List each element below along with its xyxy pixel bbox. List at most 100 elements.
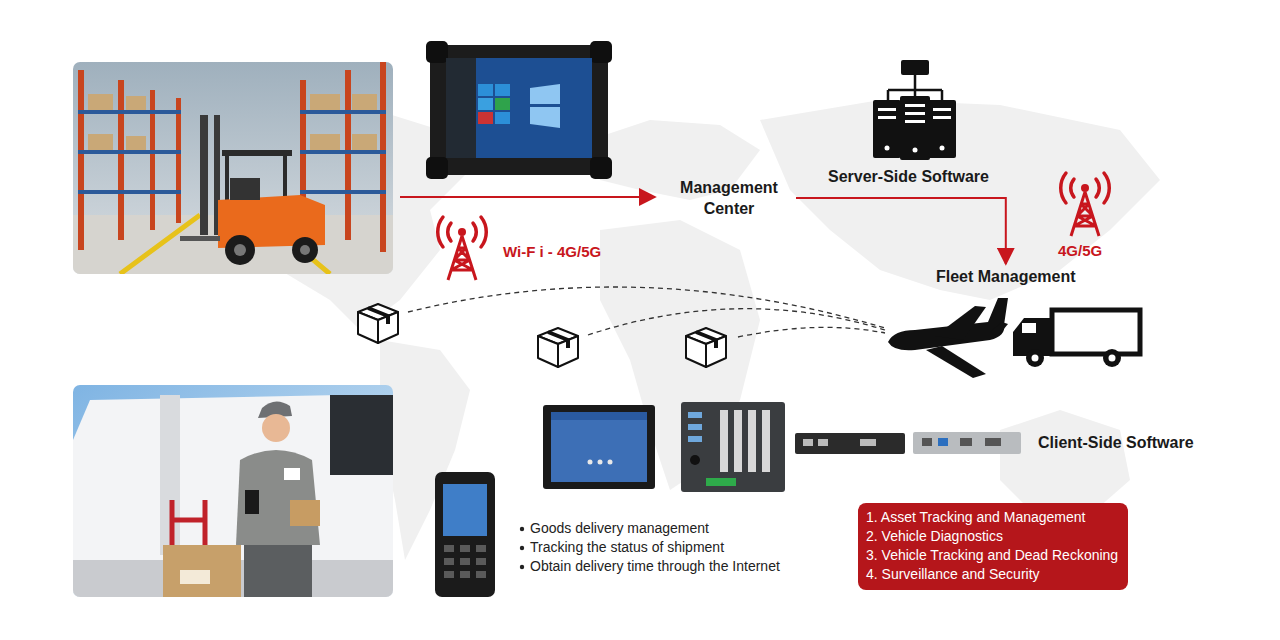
box-pc-part <box>690 455 700 465</box>
box-pc-part <box>688 412 702 418</box>
mini-pc-part <box>938 438 948 446</box>
server-icon-part <box>901 60 929 75</box>
forklift-photo-part-part <box>300 110 386 114</box>
forklift-photo-part-part <box>126 96 146 110</box>
forklift-photo-part-part <box>88 94 113 110</box>
delivery-photo-part <box>236 450 320 545</box>
handheld-terminal <box>435 472 495 597</box>
forklift-photo-part <box>225 150 229 205</box>
box-pc-part <box>734 410 742 472</box>
server-icon-part <box>878 104 951 153</box>
server-icon-part-part <box>933 116 951 119</box>
shipment-paths-part <box>738 327 885 337</box>
forklift-photo-part-part <box>352 94 377 110</box>
bullet-dots-part <box>520 527 524 531</box>
handheld-terminal-part-part <box>460 571 470 578</box>
forklift-photo-part-part <box>380 62 386 252</box>
truck-icon-part <box>1026 349 1044 367</box>
forklift-photo-part-part <box>310 134 340 150</box>
forklift-photo-part <box>78 62 386 252</box>
forklift-photo-part <box>300 245 310 255</box>
panel-pc-part <box>551 412 647 420</box>
rugged-tablet-part <box>446 58 476 158</box>
bullet-item: Obtain delivery time through the Interne… <box>530 558 780 574</box>
delivery-photo-part <box>73 395 393 597</box>
forklift-photo-part <box>73 62 393 274</box>
mini-pc-part <box>913 432 1021 454</box>
truck-icon-part <box>1022 323 1036 333</box>
airplane-icon-part <box>935 306 986 340</box>
server-icon-part <box>928 100 956 158</box>
delivery-photo-part <box>73 385 393 597</box>
truck-icon-part <box>1109 355 1116 362</box>
section-label: Server-Side Software <box>828 168 989 186</box>
handheld-terminal-part-part <box>444 545 454 552</box>
rugged-tablet-part <box>478 98 493 110</box>
airplane-icon-part <box>888 298 1008 350</box>
rugged-tablet-part <box>530 84 560 128</box>
rugged-tablet-part <box>590 41 612 63</box>
rugged-tablet-part <box>478 84 493 96</box>
delivery-photo-part <box>284 468 300 480</box>
mini-pc <box>795 433 905 454</box>
server-icon-part-part <box>913 148 918 153</box>
delivery-photo-part <box>180 570 210 584</box>
box-pc-part <box>688 424 702 430</box>
handheld-terminal-part-part <box>476 545 486 552</box>
airplane-icon-part <box>990 322 1008 336</box>
mini-pc-part <box>985 438 1001 446</box>
bullet-item: Goods delivery management <box>530 520 709 536</box>
rugged-tablet <box>426 41 612 179</box>
forklift-photo-part-part <box>78 70 84 250</box>
node-text: Management Center <box>668 177 790 219</box>
package-icon <box>686 328 726 367</box>
forklift-photo-part <box>200 115 208 235</box>
section-label: Client-Side Software <box>1038 434 1194 452</box>
node-text: Fleet Management <box>936 267 1076 287</box>
forklift-photo <box>73 62 393 274</box>
truck-icon-part <box>1103 349 1121 367</box>
delivery-photo-part <box>330 395 393 475</box>
airplane-icon-part <box>926 346 986 378</box>
shipment-paths-part <box>408 287 885 328</box>
panel-pc-part-part <box>608 460 613 465</box>
shipment-paths-part <box>588 309 885 335</box>
panel-pc-part <box>543 405 655 489</box>
handheld-terminal-part-part <box>460 545 470 552</box>
panel-pc-part-part <box>598 460 603 465</box>
handheld-terminal-part-part <box>476 558 486 565</box>
box-pc-part <box>748 410 756 472</box>
hub-label: Management Center <box>668 177 790 219</box>
bullet-dots <box>520 527 524 569</box>
wifi-tower <box>438 217 487 280</box>
shipment-paths <box>408 287 885 337</box>
delivery-photo-part <box>244 545 312 597</box>
server-icon-part-part <box>878 116 896 119</box>
node-text: 3. Vehicle Tracking and Dead Reckoning <box>866 546 1118 565</box>
panel-pc-part <box>588 460 613 465</box>
server-icon-part-part <box>905 112 925 115</box>
handheld-terminal-part <box>443 484 487 536</box>
rugged-tablet-part <box>590 157 612 179</box>
uplink-arrow <box>400 196 655 198</box>
rugged-tablet-part <box>426 41 448 63</box>
delivery-photo-part <box>290 500 320 526</box>
network-label: 4G/5G <box>1058 242 1102 259</box>
world-map-part <box>760 100 1160 300</box>
forklift-photo-part-part <box>126 136 146 150</box>
box-pc-part <box>688 436 702 442</box>
node-text: 1. Asset Tracking and Management <box>866 508 1118 527</box>
forklift-photo-part-part <box>345 70 351 240</box>
forklift-photo-part <box>283 150 287 200</box>
server-icon-part-part <box>905 120 925 123</box>
rugged-tablet-part <box>426 157 448 179</box>
forklift-photo-part <box>230 178 260 200</box>
forklift-photo-part-part <box>78 190 181 194</box>
node-text: 4. Surveillance and Security <box>866 565 1118 584</box>
server-icon-part-part <box>885 146 890 151</box>
server-icon-part-part <box>933 108 951 111</box>
server-icon-part-part <box>940 146 945 151</box>
handheld-terminal-part <box>444 545 486 578</box>
forklift-photo-part-part <box>176 98 181 223</box>
mini-pc-part <box>818 439 828 446</box>
